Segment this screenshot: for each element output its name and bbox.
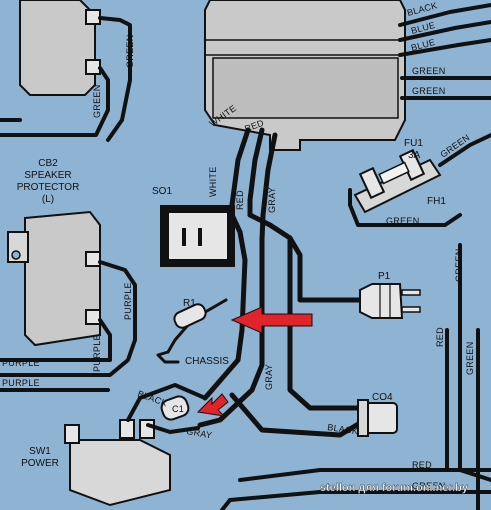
top-left-component [0,0,132,142]
wire-label-green-tr1: GREEN [412,66,446,76]
sw1-power-switch [64,383,207,507]
chassis-label: CHASSIS [185,356,229,367]
sw1-label-1: SW1 [29,446,51,457]
wire-label-gray-sw: GRAY [186,426,213,440]
wire-label-green-tr2: GREEN [412,86,446,96]
wire-label-purple-cb2: PURPLE [92,334,102,372]
wire-label-green-top: GREEN [125,34,135,68]
red-arrow-plug [230,306,313,334]
wire-label-purple-cb: PURPLE [123,282,133,320]
fu1-rating-label: 3A [408,150,421,161]
wire-label-black-co4: BLACK [327,422,359,436]
so1-label: SO1 [152,186,172,197]
wire-label-red-bottom: RED [412,460,432,470]
p1-label: P1 [378,271,391,282]
wire-label-green-fh: GREEN [386,216,420,226]
red-arrow-switch [196,393,229,417]
wire-label-gray-v: GRAY [267,187,277,213]
right-side-wires [220,243,491,510]
wire-green-fu1 [438,133,491,167]
wire-purple-cb2-b [0,318,112,362]
cb2-label-2: SPEAKER [24,170,71,181]
co4-label: CO4 [372,392,393,403]
wire-label-green-right2: GREEN [465,341,475,375]
cb2-label-1: CB2 [38,158,58,169]
fuse-holder-fh1 [353,148,442,214]
fh1-label: FH1 [427,196,446,207]
wire-purple-cb2-a [0,260,137,377]
watermark-text: stellon для forum.onliner.by [320,482,469,494]
sw1-label-2: POWER [21,458,59,469]
wire-label-gray-mid: GRAY [264,364,274,390]
c1-label: C1 [172,404,184,414]
wire-green-fh1 [348,188,462,227]
wire-label-white-v: WHITE [208,167,218,198]
transformer-wires-right [398,3,491,100]
cb2-label-4: (L) [42,194,54,205]
wire-label-green-bottom: GREEN [412,481,446,491]
wire-label-green-left: GREEN [92,84,102,118]
wire-label-red-right: RED [435,327,445,347]
wire-label-purple-l2: PURPLE [2,378,40,388]
power-transformer [204,0,406,151]
p1-power-plug [359,283,421,319]
wire-label-red-v: RED [235,190,245,210]
wire-label-purple-l1: PURPLE [2,358,40,368]
co4-connector [357,399,398,437]
wire-label-green-right: GREEN [454,248,464,282]
fu1-label: FU1 [404,138,423,149]
cb2-speaker-protector [7,210,101,347]
r1-label: R1 [183,298,196,309]
so1-outlet [160,205,235,267]
cb2-label-3: PROTECTOR [17,182,80,193]
r1-resistor [156,298,228,364]
